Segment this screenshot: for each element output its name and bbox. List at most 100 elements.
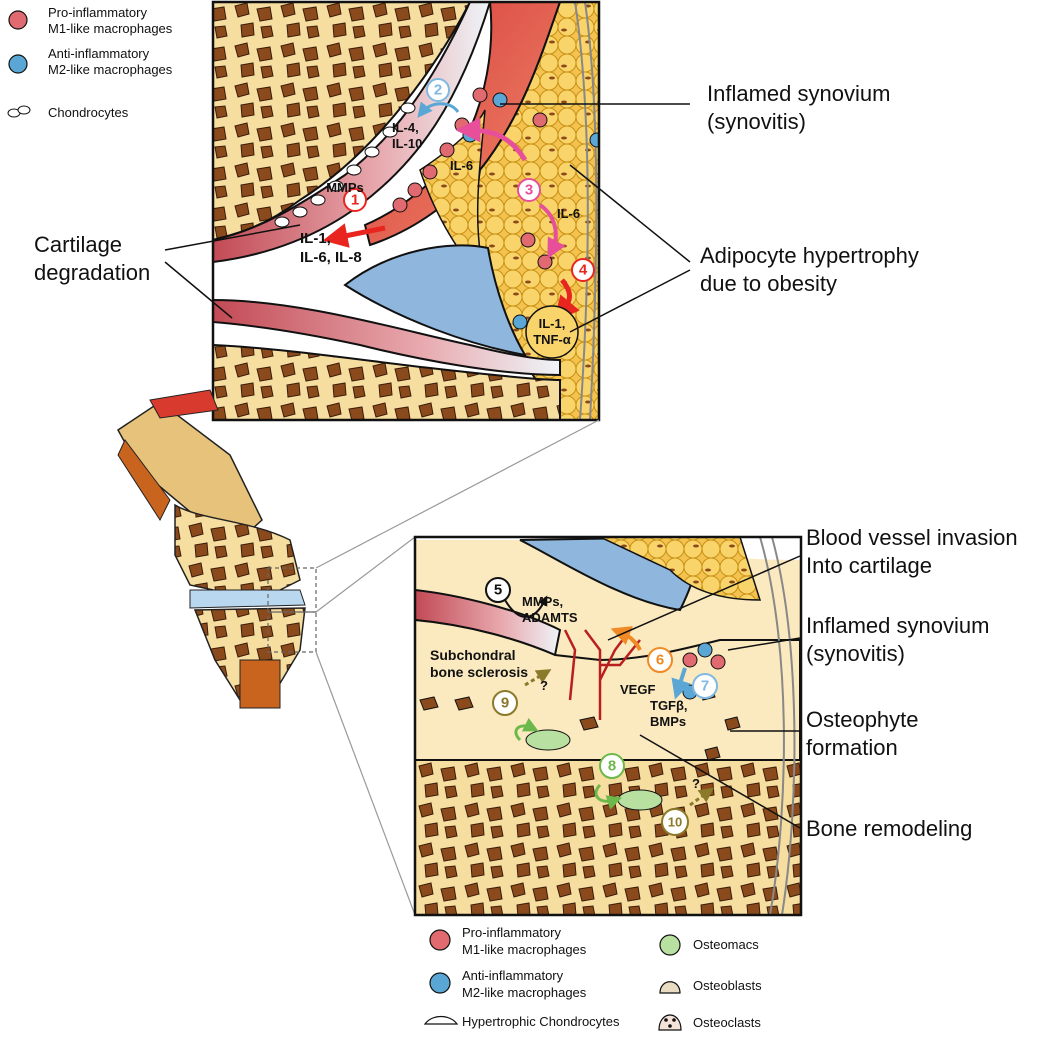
step-6-number: 6 <box>656 652 664 669</box>
step-8-number: 8 <box>608 758 616 775</box>
arrow-step-3a <box>455 117 528 162</box>
callout-osteophyte-2: formation <box>806 735 898 760</box>
osteomac-cluster-1 <box>525 729 571 751</box>
tnf-adipocyte <box>525 305 579 359</box>
m2-macrophage-legend-icon <box>429 972 451 994</box>
step-4-marker: 4 <box>571 258 595 282</box>
label-question-2: ? <box>692 776 700 791</box>
step-4-number: 4 <box>579 262 588 279</box>
osteomac-cluster-2 <box>617 789 663 811</box>
step-5-marker: 5 <box>485 577 511 603</box>
arrow-step-9-loop <box>514 717 539 742</box>
arrow-step-7 <box>671 667 691 700</box>
callout-cartilage-2: degradation <box>34 260 150 285</box>
legend-bottom-osteoblasts: Osteoblasts <box>693 978 762 993</box>
legend-bottom-osteoclasts: Osteoclasts <box>693 1015 761 1030</box>
arrow-step-5 <box>504 595 548 618</box>
legend-top-chondro: Chondrocytes <box>48 105 129 120</box>
legend-bottom-m2-line1: Anti-inflammatory <box>462 968 564 983</box>
label-il1-line2: IL-6, IL-8 <box>300 249 362 266</box>
zoom-line-1 <box>315 419 600 569</box>
label-il10: IL-10 <box>392 136 422 151</box>
callout-adipocyte-1: Adipocyte hypertrophy <box>700 243 919 268</box>
m1-macrophage-group <box>392 87 553 270</box>
callout-bone-remodeling: Bone remodeling <box>806 816 972 841</box>
callout-blood-vessel-1: Blood vessel invasion <box>806 525 1018 550</box>
step-7-marker: 7 <box>692 673 718 699</box>
legend-bottom-m1-line2: M1-like macrophages <box>462 942 587 957</box>
label-adamts: ADAMTS <box>522 610 578 625</box>
callout-cartilage-1: Cartilage <box>34 232 122 257</box>
label-subchondral-2: bone sclerosis <box>430 664 528 680</box>
callout-inflamed-synovium-bot-2: (synovitis) <box>806 641 905 666</box>
m1-macrophage-legend-icon <box>429 929 451 951</box>
step-10-number: 10 <box>668 815 682 830</box>
label-il6-a: IL-6 <box>450 158 473 173</box>
label-question-1: ? <box>540 678 548 693</box>
step-8-marker: 8 <box>599 753 625 779</box>
bottom-panel-frame <box>413 535 803 917</box>
legend-top-item-chondro: Chondrocytes <box>7 105 129 120</box>
callout-blood-vessel-2: Into cartilage <box>806 553 932 578</box>
label-tnf-line1: IL-1, <box>539 316 566 331</box>
arrow-step-9 <box>524 669 552 687</box>
top-panel: 1 2 3 4 MMPs IL-4, IL-10 IL-6 IL-6 IL-1,… <box>213 2 599 420</box>
m1-macrophage-icon <box>8 10 28 30</box>
label-il1-line1: IL-1, <box>300 230 331 247</box>
step-5-number: 5 <box>494 582 502 599</box>
zoom-line-2 <box>315 536 416 613</box>
legend-bottom-osteomacs: Osteomacs <box>693 937 759 952</box>
arrow-step-3b <box>538 203 566 259</box>
legend-top-item-m1: Pro-inflammatory M1-like macrophages <box>8 5 173 36</box>
step-1-number: 1 <box>351 192 359 209</box>
label-il6-b: IL-6 <box>557 206 580 221</box>
legend-top-m1-line2: M1-like macrophages <box>48 21 173 36</box>
label-il4: IL-4, <box>392 120 419 135</box>
arrow-step-10 <box>689 787 715 807</box>
step-3-number: 3 <box>525 182 533 199</box>
osteoclast-icon <box>658 1014 682 1031</box>
top-panel-frame <box>211 0 601 422</box>
callout-inflamed-synovium-bot-1: Inflamed synovium <box>806 613 989 638</box>
label-tgf: TGFβ, <box>650 698 688 713</box>
step-10-marker: 10 <box>661 808 689 836</box>
osteoblast-icon <box>659 981 681 994</box>
callout-inflamed-synovium-top-2: (synovitis) <box>707 109 806 134</box>
osteomac-icon <box>659 934 681 956</box>
zoom-line-3 <box>315 651 416 916</box>
callout-lines <box>164 103 801 829</box>
zoom-box-bottom <box>267 611 317 653</box>
callout-osteophyte-1: Osteophyte <box>806 707 919 732</box>
hypertrophic-chondrocyte-icon <box>423 1015 459 1025</box>
arrow-step-6 <box>610 626 642 651</box>
legend-top: Pro-inflammatory M1-like macrophages Ant… <box>7 5 173 120</box>
legend-top-m2-line2: M2-like macrophages <box>48 62 173 77</box>
legend-bottom-m2-line2: M2-like macrophages <box>462 985 587 1000</box>
callout-inflamed-synovium-top-1: Inflamed synovium <box>707 81 890 106</box>
label-subchondral-1: Subchondral <box>430 647 516 663</box>
label-mmps: MMPs <box>326 180 364 195</box>
blood-vessels <box>563 629 641 720</box>
label-tnf-line2: TNF-α <box>533 332 571 347</box>
step-1-marker: 1 <box>343 188 367 212</box>
arrow-step-2 <box>417 101 460 118</box>
step-2-marker: 2 <box>426 78 450 102</box>
step-3-marker: 3 <box>517 178 541 202</box>
step-9-marker: 9 <box>492 690 518 716</box>
legend-top-m2-line1: Anti-inflammatory <box>48 46 150 61</box>
chondrocyte-cluster <box>274 102 416 228</box>
step-6-marker: 6 <box>647 647 673 673</box>
bottom-panel: 5 6 7 8 9 10 MMPs, ADAMTS <box>415 537 801 915</box>
legend-top-m1-line1: Pro-inflammatory <box>48 5 147 20</box>
callout-adipocyte-2: due to obesity <box>700 271 837 296</box>
legend-bottom-hyper: Hypertrophic Chondrocytes <box>462 1014 620 1029</box>
label-vegf: VEGF <box>620 682 655 697</box>
legend-bottom: Pro-inflammatory M1-like macrophages Ant… <box>423 925 762 1031</box>
legend-top-item-m2: Anti-inflammatory M2-like macrophages <box>8 46 173 77</box>
m2-macrophage-icon <box>8 54 28 74</box>
knee-overview <box>117 389 317 709</box>
legend-bottom-m1-line1: Pro-inflammatory <box>462 925 561 940</box>
step-7-number: 7 <box>701 678 709 695</box>
step-9-number: 9 <box>501 695 509 712</box>
step-2-number: 2 <box>434 82 442 99</box>
